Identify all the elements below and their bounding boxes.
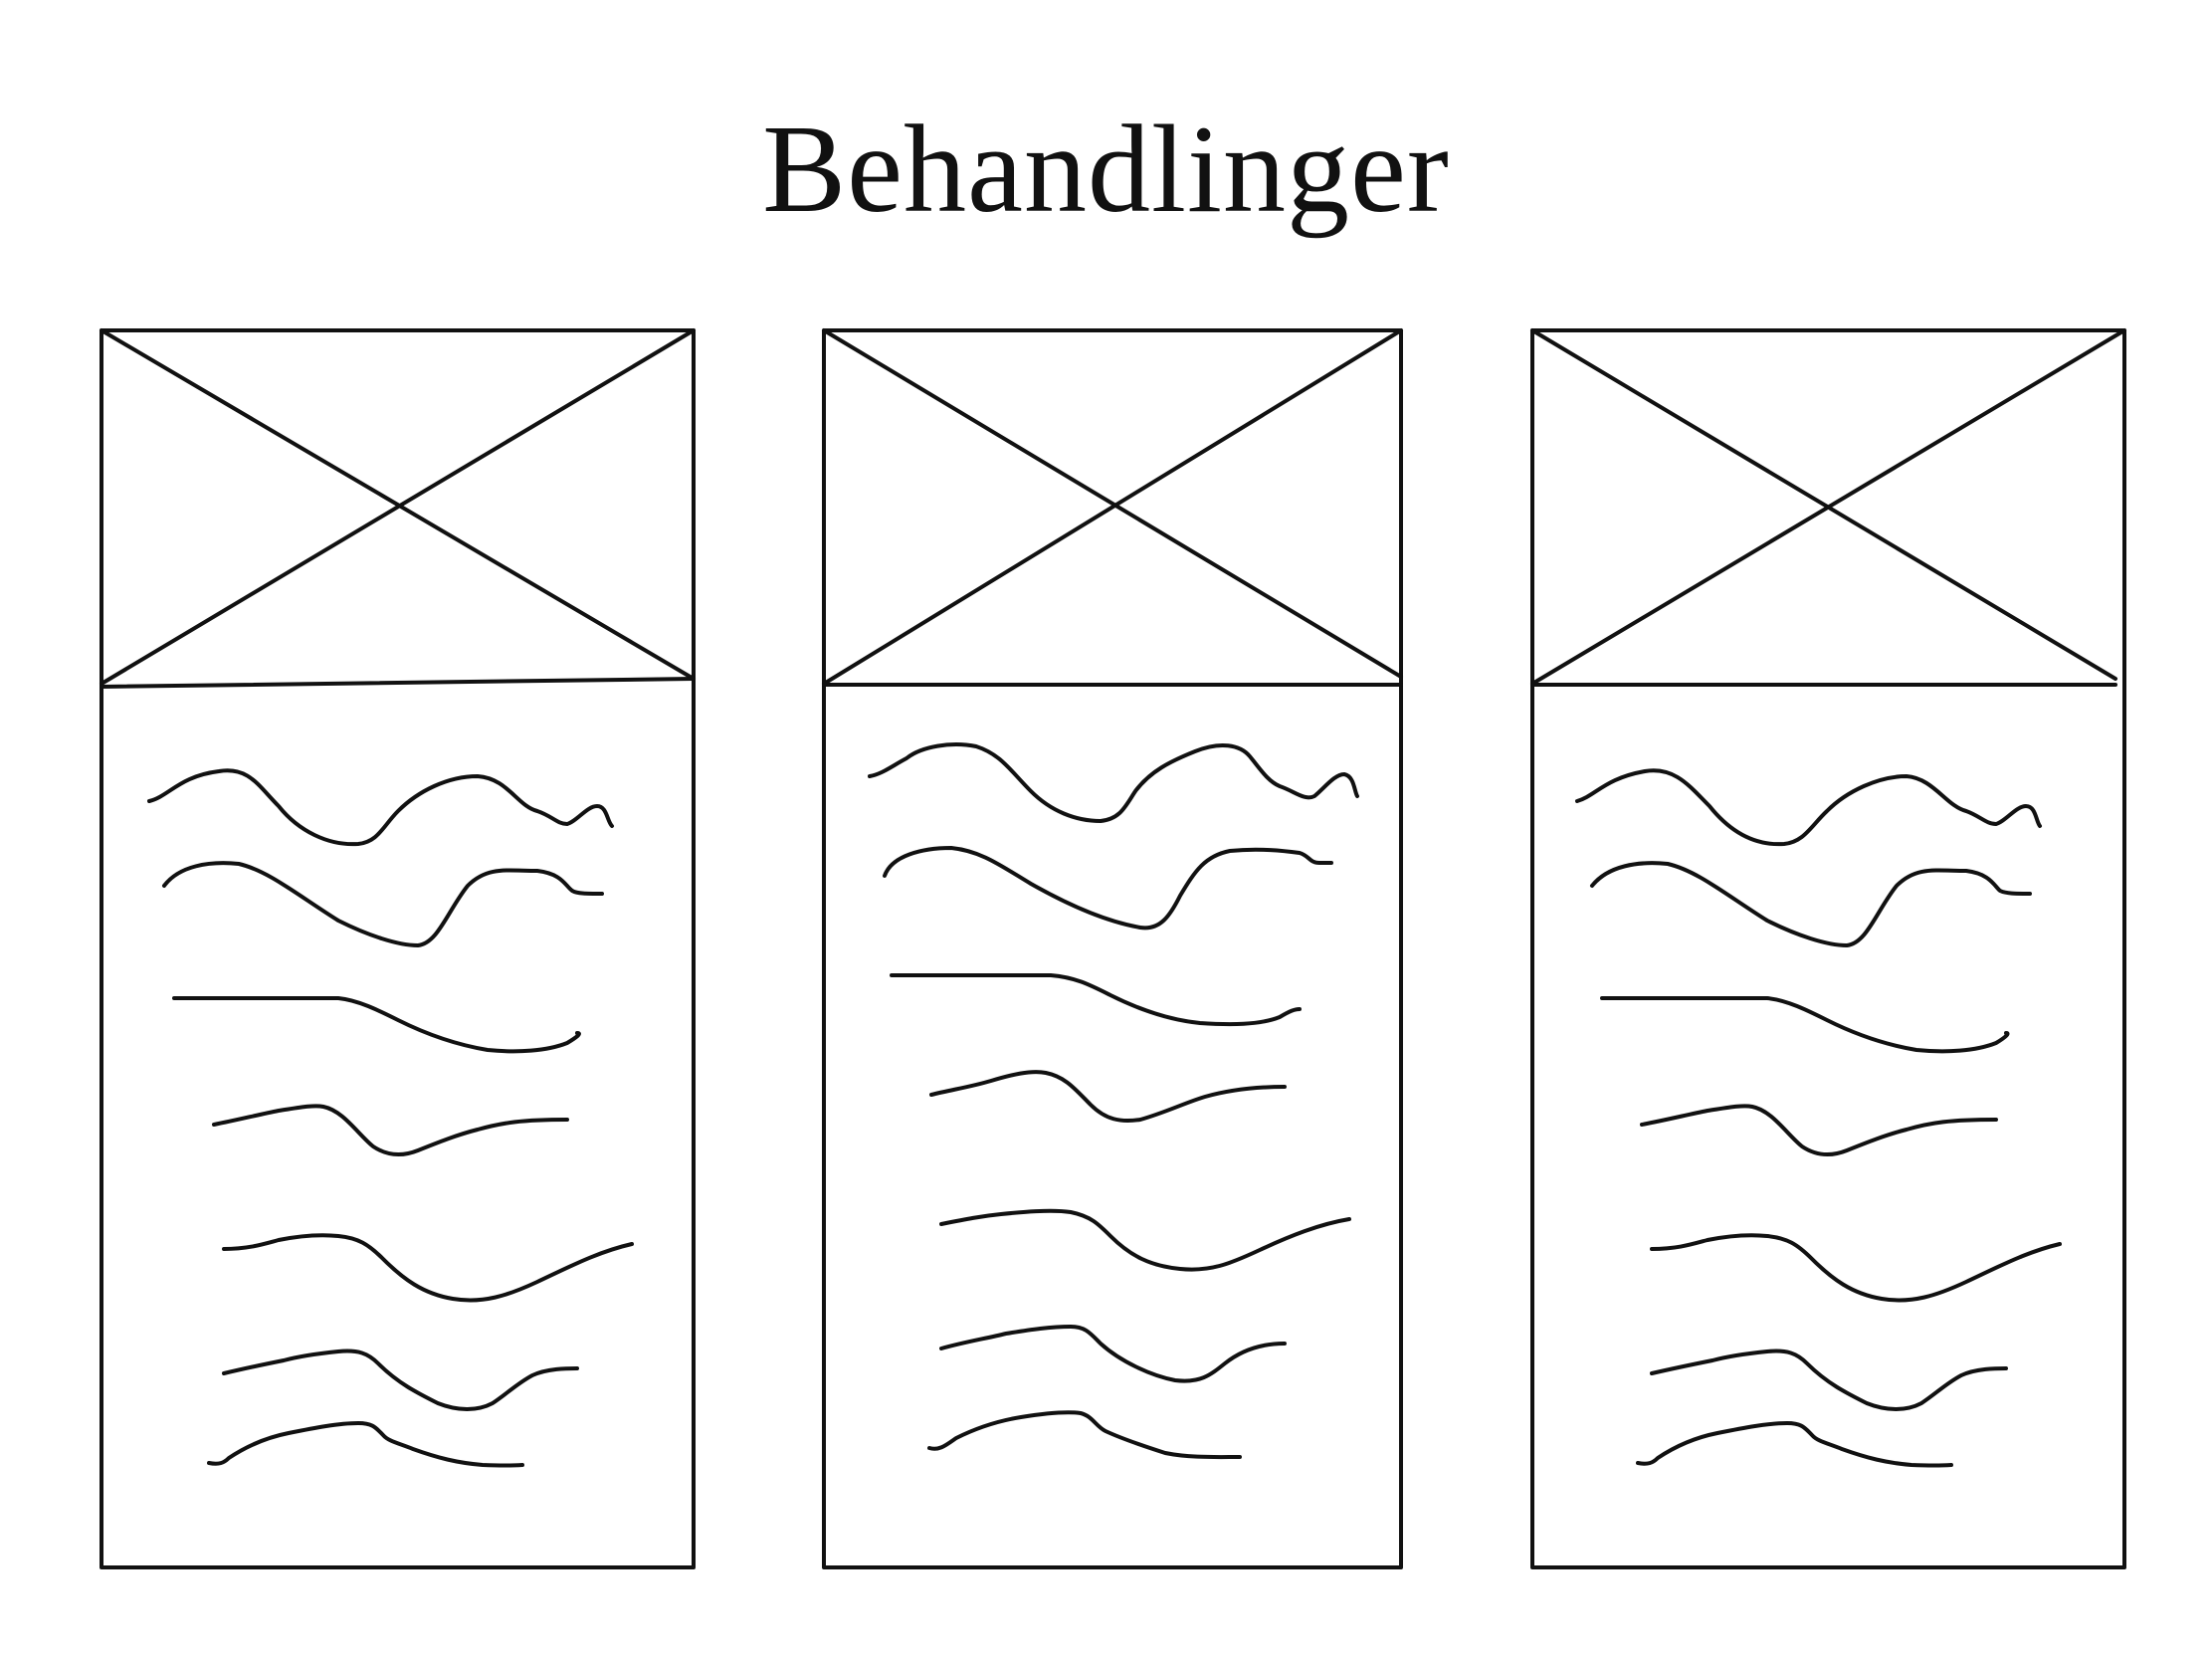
treatment-card-3[interactable] bbox=[1530, 328, 2127, 1572]
image-placeholder-icon bbox=[100, 328, 696, 689]
card-frame bbox=[100, 328, 696, 1569]
treatment-card-2[interactable] bbox=[822, 328, 1419, 1572]
treatment-card-1[interactable] bbox=[100, 328, 697, 1572]
image-placeholder-icon bbox=[822, 328, 1403, 687]
text-placeholder-squiggles bbox=[1575, 768, 2062, 1468]
card-frame bbox=[822, 328, 1403, 1569]
image-placeholder-icon bbox=[1530, 328, 2126, 687]
card-frame bbox=[1530, 328, 2126, 1569]
text-placeholder-squiggles bbox=[147, 768, 634, 1468]
text-placeholder-squiggles bbox=[868, 742, 1359, 1460]
page-title: Behandlinger bbox=[762, 101, 1450, 239]
